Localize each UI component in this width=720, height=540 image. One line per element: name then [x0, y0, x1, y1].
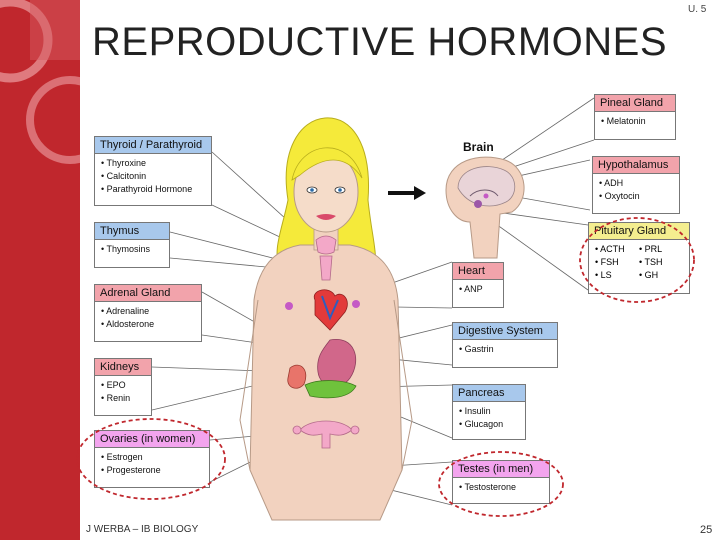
hormone-item: Testosterone — [459, 481, 543, 494]
hormone-item: Calcitonin — [101, 170, 205, 183]
pancreas-organ — [304, 380, 357, 399]
box-title: Pineal Gland — [595, 95, 675, 112]
box-title: Pancreas — [453, 385, 525, 402]
page-number: 25 — [700, 524, 713, 536]
box-title: Adrenal Gland — [95, 285, 201, 302]
sidebar-circles — [0, 0, 80, 164]
hormone-item: Thymosins — [101, 243, 163, 256]
box-hypothalamus: Hypothalamus ADH Oxytocin — [592, 156, 680, 214]
mouth-shape — [316, 214, 336, 220]
box-title: Thymus — [95, 223, 169, 240]
box-heart: Heart ANP — [452, 262, 504, 308]
hormone-item: Insulin — [459, 405, 519, 418]
pineal-organ — [483, 193, 489, 199]
hormone-item: ADH — [599, 177, 673, 190]
box-digestive-system: Digestive System Gastrin — [452, 322, 558, 368]
thyroid-organ — [315, 235, 337, 255]
arrow-head — [414, 186, 426, 200]
box-title: Kidneys — [95, 359, 151, 376]
slide-title: REPRODUCTIVE HORMONES — [92, 20, 667, 64]
left-marker — [285, 302, 293, 310]
box-ovaries: Ovaries (in women) Estrogen Progesterone — [94, 430, 210, 488]
right-iris — [338, 188, 342, 192]
hormone-item: Oxytocin — [599, 190, 673, 203]
hormone-item: GH — [639, 269, 683, 282]
box-thyroid-parathyroid: Thyroid / Parathyroid Thyroxine Calciton… — [94, 136, 212, 206]
hormone-item: Gastrin — [459, 343, 551, 356]
hormone-item: EPO — [101, 379, 145, 392]
hormone-item: ANP — [459, 283, 497, 296]
hormone-item: TSH — [639, 256, 683, 269]
hormone-item: Renin — [101, 392, 145, 405]
slide-code: U. 5 — [688, 4, 707, 15]
box-kidneys: Kidneys EPO Renin — [94, 358, 152, 416]
box-title: Digestive System — [453, 323, 557, 340]
right-arm-line — [393, 299, 413, 471]
box-pancreas: Pancreas Insulin Glucagon — [452, 384, 526, 440]
hormone-item: PRL — [639, 243, 683, 256]
box-title: Heart — [453, 263, 503, 280]
hormone-item: Parathyroid Hormone — [101, 183, 205, 196]
box-title: Thyroid / Parathyroid — [95, 137, 211, 154]
box-title: Hypothalamus — [593, 157, 679, 174]
bangs-shape — [291, 147, 363, 181]
hormone-item: Adrenaline — [101, 305, 195, 318]
box-title: Testes (in men) — [453, 461, 549, 478]
left-arm-line — [239, 299, 259, 471]
right-marker — [352, 300, 360, 308]
box-title: Ovaries (in women) — [95, 431, 209, 448]
left-iris — [310, 188, 314, 192]
sidebar-decoration — [0, 0, 80, 540]
hormone-item: ACTH — [595, 243, 639, 256]
box-thymus: Thymus Thymosins — [94, 222, 170, 268]
kidney-organ — [287, 364, 307, 389]
hormone-item: Aldosterone — [101, 318, 195, 331]
box-title: Pituitary Gland — [589, 223, 689, 240]
box-pineal-gland: Pineal Gland Melatonin — [594, 94, 676, 140]
hormone-item: FSH — [595, 256, 639, 269]
box-pituitary-gland: Pituitary Gland ACTH PRL FSH TSH LS GH — [588, 222, 690, 294]
heart-vessels — [321, 295, 339, 321]
footer-author: J WERBA – IB BIOLOGY — [86, 524, 199, 535]
ovary-right — [350, 425, 360, 435]
uterus-organ — [299, 420, 353, 449]
hormone-item: LS — [595, 269, 639, 282]
box-adrenal-gland: Adrenal Gland Adrenaline Aldosterone — [94, 284, 202, 342]
hormone-item: Progesterone — [101, 464, 203, 477]
thymus-organ — [319, 255, 333, 281]
box-testes: Testes (in men) Testosterone — [452, 460, 550, 504]
brain-label: Brain — [463, 140, 494, 154]
hormone-item: Estrogen — [101, 451, 203, 464]
brain-fold — [469, 189, 499, 197]
pituitary-organ — [474, 200, 482, 208]
ovary-left — [292, 425, 302, 435]
hormone-item: Glucagon — [459, 418, 519, 431]
hormone-item: Thyroxine — [101, 157, 205, 170]
hormone-item: Melatonin — [601, 115, 669, 128]
